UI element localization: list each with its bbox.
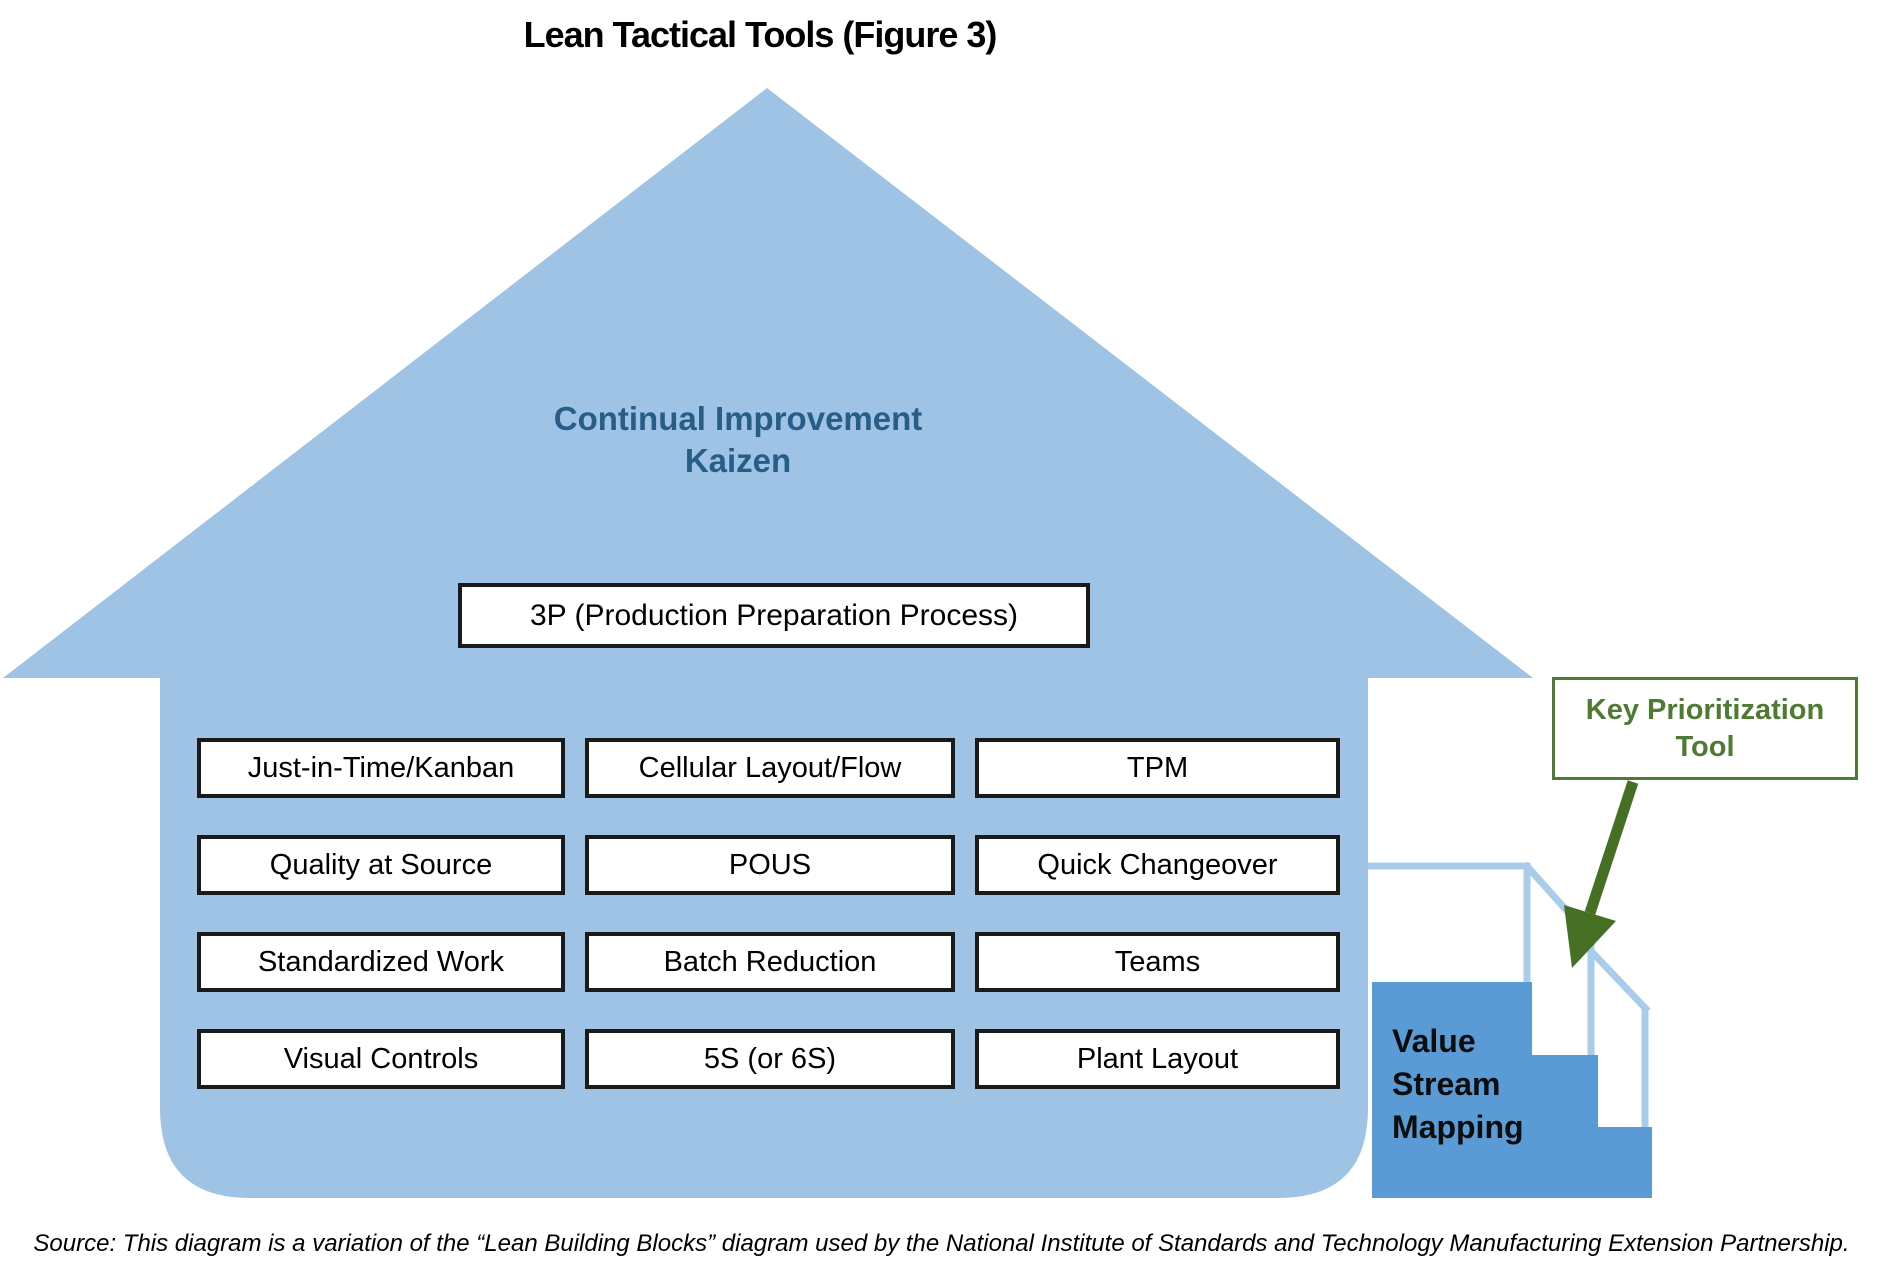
tool-box: Just-in-Time/Kanban <box>197 738 565 798</box>
tool-box: Quality at Source <box>197 835 565 895</box>
page-title: Lean Tactical Tools (Figure 3) <box>523 14 998 55</box>
tool-box: POUS <box>585 835 955 895</box>
roof-label: Continual Improvement Kaizen <box>438 398 1038 482</box>
callout-arrow-icon <box>1564 780 1639 968</box>
tool-grid: Just-in-Time/Kanban Cellular Layout/Flow… <box>197 738 1340 1089</box>
tool-box: TPM <box>975 738 1340 798</box>
tool-box: Batch Reduction <box>585 932 955 992</box>
vsm-stairs-label: Value Stream Mapping <box>1392 1023 1524 1145</box>
tool-box: Visual Controls <box>197 1029 565 1089</box>
key-prioritization-callout: Key Prioritization Tool <box>1552 677 1858 780</box>
vsm-stairs-shape <box>1372 982 1652 1198</box>
tool-box: Plant Layout <box>975 1029 1340 1089</box>
tool-box: Teams <box>975 932 1340 992</box>
source-note: Source: This diagram is a variation of t… <box>33 1230 1850 1257</box>
tool-box: Standardized Work <box>197 932 565 992</box>
tool-box-3p: 3P (Production Preparation Process) <box>458 583 1090 648</box>
tool-box: Cellular Layout/Flow <box>585 738 955 798</box>
roof-label-line1: Continual Improvement <box>553 400 923 437</box>
tool-box: Quick Changeover <box>975 835 1340 895</box>
house-roof-shape <box>3 88 1533 678</box>
stair-railing <box>1368 861 1651 1127</box>
key-prioritization-label: Key Prioritization Tool <box>1585 693 1825 763</box>
tool-box: 5S (or 6S) <box>585 1029 955 1089</box>
roof-label-line2: Kaizen <box>684 442 792 479</box>
